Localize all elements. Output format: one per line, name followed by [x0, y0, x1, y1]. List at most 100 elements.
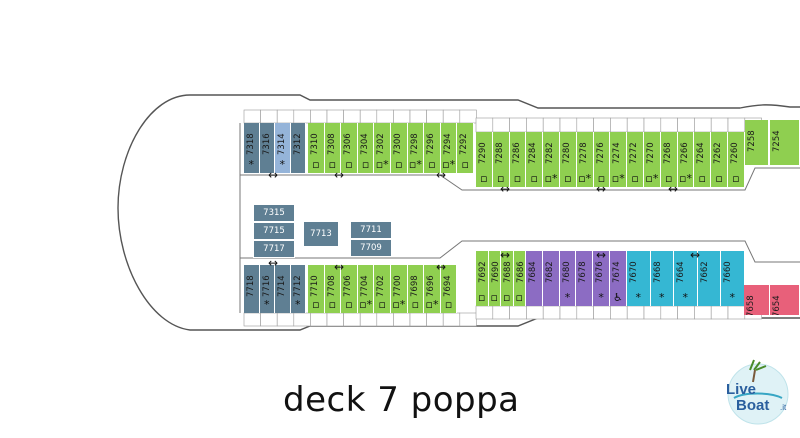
cabin-7700[interactable]: 7700▫* [391, 265, 408, 313]
cabin-7692[interactable]: 7692▫ [476, 251, 489, 306]
cabin-7708[interactable]: 7708▫ [324, 265, 342, 313]
cabin-7296[interactable]: 7296▫ [424, 123, 441, 173]
cabin-7676[interactable]: 7676* [593, 251, 610, 306]
cabin-7292[interactable]: 7292▫ [457, 123, 474, 173]
cabin-7696[interactable]: 7696▫* [424, 265, 441, 313]
service-room-7709[interactable]: 7709 [350, 239, 392, 257]
cabin-7278[interactable]: 7278▫* [576, 132, 594, 187]
access-arrow-icon: ↔ [268, 168, 279, 182]
cabin-7254[interactable]: 7254 [770, 120, 800, 165]
cabin-7308[interactable]: 7308▫ [324, 123, 342, 173]
cabin-7316[interactable]: 7316 [259, 123, 275, 173]
balcony [593, 305, 611, 320]
service-room-7315[interactable]: 7315 [253, 204, 295, 222]
service-room-7711[interactable]: 7711 [350, 221, 392, 239]
balcony [509, 305, 527, 320]
cabin-7284[interactable]: 7284▫ [526, 132, 544, 187]
cabin-number: 7302 [376, 133, 387, 155]
cabin-number: 7282 [545, 142, 556, 164]
access-arrow-icon: ↔ [334, 260, 345, 274]
cabin-7706[interactable]: 7706▫ [341, 265, 358, 313]
cabin-7288[interactable]: 7288▫ [492, 132, 510, 187]
cabin-7268[interactable]: 7268▫ [660, 132, 678, 187]
cabin-7306[interactable]: 7306▫ [341, 123, 358, 173]
service-room-7715[interactable]: 7715 [253, 222, 295, 240]
cabin-7664[interactable]: 7664* [674, 251, 698, 306]
cabin-7718[interactable]: 7718 [244, 265, 260, 313]
cabin-7314[interactable]: 7314* [275, 123, 291, 173]
cabin-7680[interactable]: 7680* [559, 251, 577, 306]
cabin-7702[interactable]: 7702▫ [374, 265, 391, 313]
cabin-7280[interactable]: 7280▫ [560, 132, 577, 187]
cabin-7710[interactable]: 7710▫ [308, 265, 325, 313]
cabin-7688[interactable]: 7688▫ [501, 251, 514, 306]
cabin-feature-icon: ▫* [425, 298, 439, 311]
balcony [727, 305, 746, 320]
cabin-number: 7692 [478, 261, 488, 283]
cabin-7310[interactable]: 7310▫ [308, 123, 325, 173]
cabin-7258[interactable]: 7258 [745, 120, 769, 165]
balcony [610, 305, 628, 320]
cabin-7272[interactable]: 7272▫ [627, 132, 644, 187]
cabin-7678[interactable]: 7678 [576, 251, 594, 306]
room-label: 7717 [263, 244, 285, 254]
cabin-7690[interactable]: 7690▫ [488, 251, 501, 306]
cabin-7686[interactable]: 7686▫ [513, 251, 526, 306]
cabin-7304[interactable]: 7304▫ [357, 123, 375, 173]
balcony [542, 117, 561, 133]
cabin-7658[interactable]: 7658 [744, 285, 770, 315]
cabin-7282[interactable]: 7282▫* [543, 132, 560, 187]
cabin-7266[interactable]: 7266▫* [677, 132, 695, 187]
balcony [559, 305, 578, 320]
cabin-7264[interactable]: 7264▫ [694, 132, 712, 187]
cabin-number: 7260 [730, 142, 740, 164]
balcony [660, 305, 678, 320]
cabin-7270[interactable]: 7270▫* [644, 132, 661, 187]
cabin-7694[interactable]: 7694▫ [440, 265, 458, 313]
cabin-number: 7686 [515, 261, 526, 283]
cabin-number: 7684 [528, 261, 538, 283]
cabin-7668[interactable]: 7668* [650, 251, 674, 306]
cabin-7654[interactable]: 7654 [770, 285, 800, 315]
access-arrow-icon: ↔ [268, 256, 279, 270]
cabin-7298[interactable]: 7298▫* [407, 123, 425, 173]
cabin-7274[interactable]: 7274▫* [610, 132, 628, 187]
cabin-7674[interactable]: 7674♿ [610, 251, 627, 306]
cabin-7302[interactable]: 7302▫* [374, 123, 391, 173]
balcony [409, 109, 427, 124]
cabin-feature-icon: * [682, 291, 689, 304]
cabin-feature-icon: ▫ [631, 172, 639, 185]
cabin-7318[interactable]: 7318* [244, 123, 260, 173]
cabin-7704[interactable]: 7704▫* [357, 265, 375, 313]
cabin-7300[interactable]: 7300▫ [391, 123, 408, 173]
cabin-7660[interactable]: 7660* [721, 251, 745, 306]
cabin-7662[interactable]: 7662 [697, 251, 721, 306]
cabin-7712[interactable]: 7712* [290, 265, 306, 313]
cabin-number: 7308 [326, 133, 337, 155]
cabin-7698[interactable]: 7698▫ [407, 265, 425, 313]
cabin-7276[interactable]: 7276▫ [593, 132, 611, 187]
cabin-7684[interactable]: 7684 [526, 251, 543, 306]
balcony [376, 312, 394, 327]
cabin-7290[interactable]: 7290▫ [476, 132, 493, 187]
cabin-feature-icon: ▫ [490, 291, 498, 304]
balcony [542, 305, 561, 320]
cabin-feature-icon: ▫ [732, 172, 740, 185]
balcony [393, 109, 411, 124]
cabin-7260[interactable]: 7260 ▫ [728, 132, 745, 187]
cabin-7716[interactable]: 7716* [259, 265, 275, 313]
cabin-7262[interactable]: 7262▫ [711, 132, 728, 187]
cabin-feature-icon: * [729, 291, 736, 304]
cabin-7714[interactable]: 7714 [275, 265, 291, 313]
cabin-7682[interactable]: 7682 [542, 251, 560, 306]
cabin-number: 7286 [511, 142, 522, 164]
cabin-feature-icon: ▫ [480, 172, 488, 185]
service-room-7713[interactable]: 7713 [303, 221, 339, 247]
balcony [727, 117, 746, 133]
service-room-7717[interactable]: 7717 [253, 240, 295, 258]
cabin-7286[interactable]: 7286▫ [509, 132, 527, 187]
cabin-7294[interactable]: 7294▫* [440, 123, 458, 173]
cabin-7312[interactable]: 7312 [290, 123, 306, 173]
cabin-feature-icon: ▫* [645, 172, 659, 185]
cabin-7670[interactable]: 7670* [627, 251, 651, 306]
